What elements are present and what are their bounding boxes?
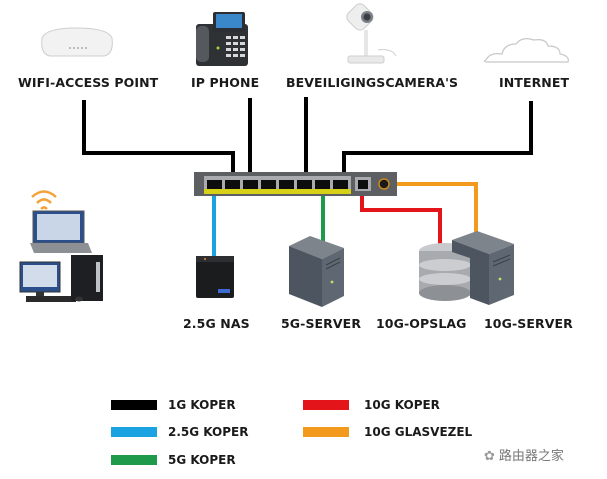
legend-swatch-10g-fiber — [303, 427, 349, 437]
legend-label: 5G KOPER — [168, 453, 236, 467]
label-5g-server: 5G-SERVER — [281, 316, 362, 331]
label-security-cameras: BEVEILIGINGSCAMERA'S — [286, 75, 459, 90]
5g-server-icon — [289, 236, 344, 307]
legend-swatch-10g-copper — [303, 400, 349, 410]
label-wifi-access-point: WIFI-ACCESS POINT — [18, 75, 159, 90]
watermark-text: 路由器之家 — [498, 449, 564, 464]
ip-phone-icon — [196, 12, 248, 66]
label-ip-phone: IP PHONE — [191, 75, 260, 90]
watermark: ✿路由器之家 — [484, 445, 564, 464]
wechat-icon: ✿ — [484, 449, 495, 464]
label-10g-storage: 10G-OPSLAG — [376, 316, 467, 331]
legend-swatch-1g — [111, 400, 157, 410]
legend-swatch-2-5g — [111, 427, 157, 437]
cable-10g-server — [392, 182, 478, 236]
label-nas: 2.5G NAS — [183, 316, 250, 331]
cable-10g-storage — [360, 190, 442, 248]
legend-label: 1G KOPER — [168, 398, 236, 412]
network-switch — [194, 172, 397, 196]
label-internet: INTERNET — [499, 75, 570, 90]
wifi-access-point-icon — [41, 27, 113, 57]
security-camera-icon — [346, 3, 397, 64]
10g-server-icon — [452, 231, 514, 305]
nas-icon — [196, 256, 234, 298]
internet-cloud-icon — [483, 38, 569, 63]
legend-label: 10G GLASVEZEL — [364, 425, 473, 439]
cable-wifi — [82, 100, 235, 182]
label-10g-server: 10G-SERVER — [484, 316, 573, 331]
legend-label: 10G KOPER — [364, 398, 440, 412]
legend-label: 2.5G KOPER — [168, 425, 249, 439]
cable-internet — [342, 101, 533, 182]
legend-swatch-5g — [111, 455, 157, 465]
computers-icon — [19, 190, 103, 302]
